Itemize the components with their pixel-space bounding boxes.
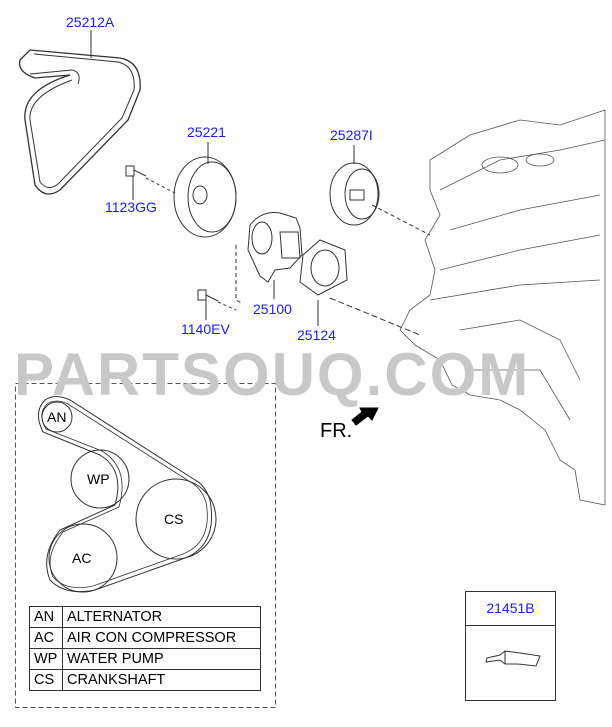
drive-belt-drawing [18, 49, 141, 195]
belt-routing-frame [15, 383, 276, 708]
part-label-25221[interactable]: 25221 [187, 124, 226, 140]
bolt-1140ev-drawing [197, 289, 237, 311]
bolt-1123gg-drawing [125, 165, 176, 194]
water-pump-drawing [235, 212, 303, 305]
legend-name: CRANKSHAFT [62, 669, 261, 691]
idler-pulley-drawing [173, 156, 237, 238]
part-label-25287i[interactable]: 25287I [330, 127, 373, 143]
sealant-tube-icon [485, 650, 541, 667]
watermark: PARTSOUQ.COM [14, 341, 531, 408]
part-label-1140ev[interactable]: 1140EV [181, 321, 230, 337]
legend-name: AIR CON COMPRESSOR [62, 627, 261, 649]
part-label-25212a[interactable]: 25212A [66, 14, 115, 30]
legend-code: WP [29, 648, 63, 670]
tensioner-drawing [329, 162, 431, 236]
legend-code: AC [29, 627, 63, 649]
sealant-box-header: 21451B [466, 592, 555, 626]
circle-label-ac: AC [72, 550, 92, 566]
sealant-part-box: 21451B [465, 591, 556, 701]
legend-code: CS [29, 669, 63, 691]
engine-block-drawing [399, 109, 606, 506]
part-label-21451b[interactable]: 21451B [486, 600, 535, 616]
circle-label-cs: CS [164, 511, 184, 527]
belt-routing-drawing [38, 396, 217, 593]
part-label-25124[interactable]: 25124 [297, 327, 336, 343]
legend-name: WATER PUMP [62, 648, 261, 670]
front-arrow-icon [351, 407, 379, 426]
part-label-1123gg[interactable]: 1123GG [105, 199, 157, 215]
circle-label-wp: WP [87, 471, 110, 487]
front-direction-label: FR. [320, 420, 353, 442]
part-label-25100[interactable]: 25100 [253, 301, 292, 317]
circle-label-an: AN [47, 409, 67, 425]
gasket-drawing [299, 239, 421, 336]
legend-name: ALTERNATOR [62, 606, 261, 628]
legend-code: AN [29, 606, 63, 628]
